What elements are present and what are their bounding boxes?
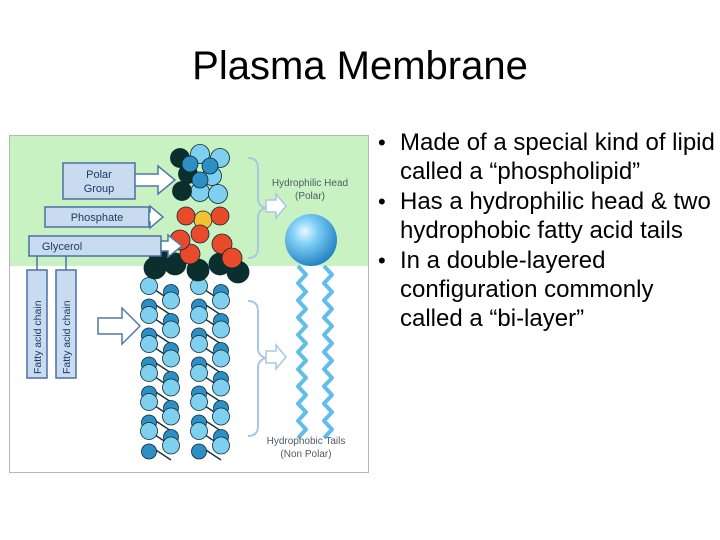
hydrogen-atom [190,422,208,440]
bullet-list: Made of a special kind of lipid called a… [366,128,720,334]
carbon-atom [181,155,199,173]
carbon-atom [191,443,207,460]
head-pointer-arrow-icon [265,191,287,221]
hydrophobic-tails-zigzag [296,264,334,440]
fatty-acid-chain-label-2-text: Fatty acid chain [61,300,73,374]
hydrogen-atom [140,422,158,440]
hydrophobic-tail-line [322,264,334,440]
slide-title: Plasma Membrane [192,44,528,88]
polar-group-atom [172,181,192,201]
oxygen-atom [190,224,210,244]
hydrogen-atom [212,291,230,310]
glycerol-label-text: Glycerol [42,241,82,253]
hydrogen-atom [140,306,158,324]
hydrogen-atom [140,335,158,353]
hydrogen-atom [162,349,180,368]
phosphate-arrow-icon [148,204,165,230]
oxygen-atom [176,206,196,226]
hydrogen-atom [212,436,230,455]
carbon-atom [141,443,157,460]
polar-group-arrow-icon [134,164,177,196]
phosphate-label-text: Phosphate [71,212,124,224]
hydrophilic-head-label: Hydrophilic Head [272,178,348,189]
phosphate-label: Phosphate [44,206,150,228]
hydrophobic-tails-label: Hydrophobic Tails [267,436,346,447]
phospholipid-diagram-svg: Polar Group Phosphate Glycerol Fatty aci… [10,136,368,472]
hydrogen-atom [190,335,208,353]
hydrophobic-tail-line [296,264,308,440]
bullet-item: Has a hydrophilic head & two hydrophobic… [366,187,720,245]
phospholipid-diagram: Polar Group Phosphate Glycerol Fatty aci… [9,135,369,473]
hydrophilic-head-sublabel: (Polar) [295,191,325,202]
oxygen-atom [221,247,243,269]
fatty-acid-chain-label-2: Fatty acid chain [55,269,77,379]
hydrogen-atom [140,277,158,295]
oxygen-atom [210,206,230,226]
polar-group-atom [208,184,228,204]
hydrogen-atom [212,349,230,368]
glycerol-label: Glycerol [28,235,162,257]
fatty-acid-arrow-icon [97,306,142,346]
fatty-acid-chain-label-1: Fatty acid chain [26,269,48,379]
fatty-acid-chain-label-1-text: Fatty acid chain [32,300,44,374]
carbon-atom [191,171,209,189]
polar-group-label: Polar Group [62,162,136,200]
hydrogen-atom [140,364,158,382]
carbon-atom [201,157,219,175]
hydrogen-atom [162,436,180,455]
hydrogen-atom [162,291,180,310]
polar-group-label-line2: Group [84,183,115,195]
hydrogen-atom [190,393,208,411]
hydrogen-atom [190,306,208,324]
hydrogen-atom [162,407,180,426]
tail-pointer-arrow-icon [265,342,287,372]
hydrophilic-head-sphere [285,214,337,266]
hydrogen-atom [212,320,230,339]
hydrogen-atom [212,407,230,426]
hydrophobic-tails-sublabel: (Non Polar) [280,449,331,460]
glycerol-arrow-icon [160,233,184,259]
space-filling-phospholipid-model [140,144,250,461]
hydrogen-atom [212,378,230,397]
bullet-item: In a double-layered configuration common… [366,246,720,333]
bullet-item: Made of a special kind of lipid called a… [366,128,720,186]
polar-group-label-line1: Polar [86,169,112,181]
hydrogen-atom [140,393,158,411]
hydrogen-atom [162,378,180,397]
hydrogen-atom [162,320,180,339]
hydrogen-atom [190,364,208,382]
